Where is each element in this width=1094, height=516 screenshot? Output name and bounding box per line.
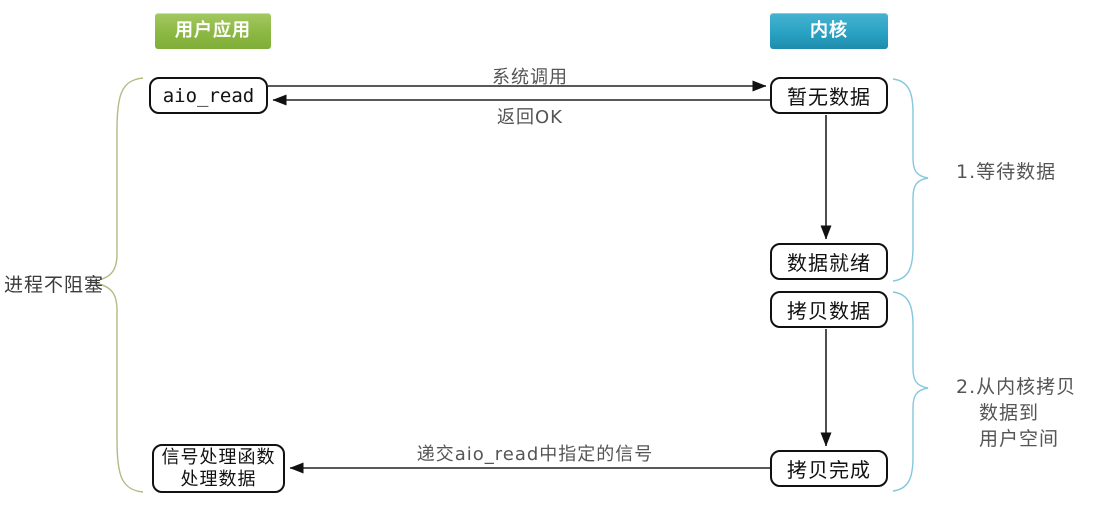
signal-handler-line2: 处理数据 bbox=[180, 468, 257, 490]
system-call-label: 系统调用 bbox=[492, 67, 568, 88]
user-app-header: 用户应用 bbox=[155, 13, 271, 49]
step2-line3: 用户空间 bbox=[979, 428, 1060, 450]
process-not-blocked-label: 进程不阻塞 bbox=[4, 274, 105, 296]
node-copy-data: 拷贝数据 bbox=[770, 291, 888, 328]
node-aio-read: aio_read bbox=[149, 77, 268, 114]
node-data-ready: 数据就绪 bbox=[770, 243, 888, 280]
signal-handler-line1: 信号处理函数 bbox=[161, 446, 276, 468]
return-ok-label: 返回OK bbox=[497, 107, 563, 128]
step2-copy-label: 2.从内核拷贝 数据到 用户空间 bbox=[956, 374, 1076, 452]
copy-to-user-brace bbox=[892, 291, 929, 492]
node-copy-done: 拷贝完成 bbox=[770, 450, 888, 487]
node-no-data: 暂无数据 bbox=[770, 77, 888, 114]
node-signal-handler: 信号处理函数 处理数据 bbox=[152, 444, 285, 493]
step2-line1: 2.从内核拷贝 bbox=[956, 376, 1077, 398]
deliver-signal-label: 递交aio_read中指定的信号 bbox=[416, 444, 654, 465]
wait-for-data-brace bbox=[892, 78, 929, 282]
step1-wait-data-label: 1.等待数据 bbox=[956, 161, 1057, 183]
step2-line2: 数据到 bbox=[979, 402, 1040, 424]
kernel-header: 内核 bbox=[770, 13, 888, 49]
process-not-blocked-brace bbox=[89, 77, 144, 493]
